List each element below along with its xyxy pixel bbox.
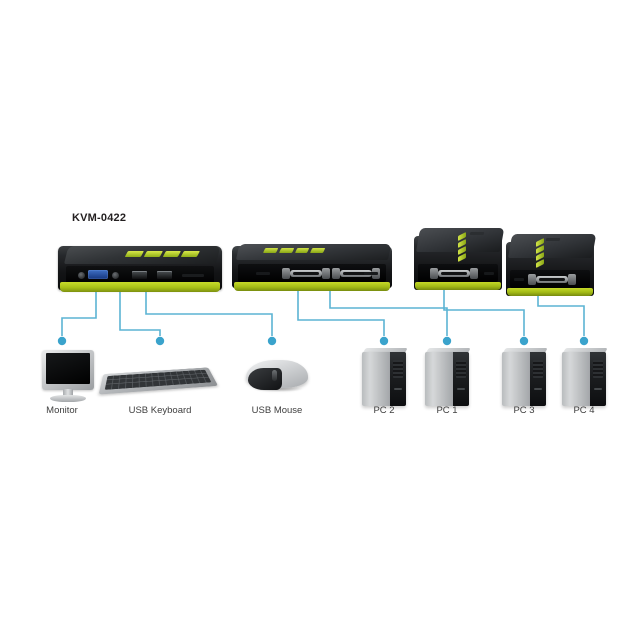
chassis-base-green [60,282,220,292]
wire-usb1-to-keyboard [119,286,161,336]
pc-front-bezel [530,352,546,406]
vent-slot-right [364,272,378,275]
wire-db3-to-pc3 [443,288,525,336]
device-kvm-rear-2port [232,244,392,296]
screw-right [470,268,478,279]
keyboard-keys [104,369,212,390]
led-3 [162,250,182,257]
usb-port-2 [157,271,172,279]
top-slot [545,238,561,241]
endpoint-dot-monitor [57,336,67,346]
wire-db2-to-pc1 [329,288,448,336]
vga-port [88,270,108,279]
monitor-stand-neck [63,389,73,397]
led-4 [181,250,201,257]
endpoint-dot-keyboard [155,336,165,346]
endpoint-dot-pc3 [519,336,529,346]
led-indicator-strip [125,250,201,257]
mic-jack [112,272,119,279]
mouse-scroll-wheel [272,370,277,381]
screw-left [528,274,536,285]
screw-right [322,268,330,279]
led-1 [262,248,279,253]
pc-tower-icon-pc3 [502,348,548,408]
mouse-icon [246,354,308,398]
pc-tower-icon-pc2 [362,348,408,408]
led-indicator-strip [458,232,466,262]
keyboard-body [98,367,219,395]
vent-slot [514,278,524,281]
screw-left [430,268,438,279]
chassis-base-green [507,288,593,296]
endpoint-dot-pc1 [442,336,452,346]
led-2 [143,250,163,257]
label-usb-keyboard: USB Keyboard [128,405,192,416]
db-port-pair-4 [528,274,576,285]
monitor-screen [46,353,90,384]
label-usb-mouse: USB Mouse [251,405,303,416]
label-pc2: PC 2 [373,405,395,416]
chassis-top-face [64,246,221,264]
pc-case [562,352,606,406]
connector-shell [290,270,322,277]
device-kvm-angled-left [414,228,505,296]
connector-shell [536,276,568,283]
pc-tower-icon-pc4 [562,348,608,408]
pc-case [362,352,406,406]
db-port-pair-1 [282,268,330,279]
screw-left [282,268,290,279]
page-title: KVM-0422 [72,212,127,224]
screw-right [568,274,576,285]
wire-usb2-to-mouse [145,286,273,336]
monitor-bezel [42,350,94,390]
led-indicator-strip [536,238,544,268]
connection-endpoint-dots [57,336,589,346]
usb-port-1 [132,271,147,279]
mouse-shell [246,360,308,390]
label-pc4: PC 4 [573,405,595,416]
label-pc1: PC 1 [436,405,458,416]
label-monitor: Monitor [46,405,78,416]
pc-case [502,352,546,406]
pc-case [425,352,469,406]
monitor-icon [38,350,98,402]
chassis-base-green [234,282,390,291]
monitor-stand-base [50,395,86,402]
endpoint-dot-pc2 [379,336,389,346]
pc-front-bezel [453,352,469,406]
top-slot [469,232,485,235]
db-port-pair-3 [430,268,478,279]
wire-db4-to-pc4 [537,288,585,336]
pc-tower-icon-pc1 [425,348,471,408]
screw-left [332,268,340,279]
connector-shell [438,270,470,277]
device-kvm-angled-right [506,234,597,296]
pc-front-bezel [390,352,406,406]
label-pc3: PC 3 [513,405,535,416]
wire-db1-to-pc2 [297,288,385,336]
wire-vga-to-monitor [61,286,97,336]
vent-slot-left [256,272,270,275]
chassis-base-green [415,282,501,290]
led-2 [278,248,294,253]
chassis-top-face [236,244,392,260]
led-4 [310,248,326,253]
pc-front-bezel [590,352,606,406]
led-1 [125,250,144,257]
audio-jack [78,272,85,279]
endpoint-dot-pc4 [579,336,589,346]
led-3 [294,248,310,253]
keyboard-icon [98,358,220,398]
device-kvm-console-front [58,246,222,296]
led-indicator-strip [262,248,326,254]
connector-shell [340,270,372,277]
vent-slot [182,274,204,277]
endpoint-dot-mouse [267,336,277,346]
vent-slot [484,272,494,275]
